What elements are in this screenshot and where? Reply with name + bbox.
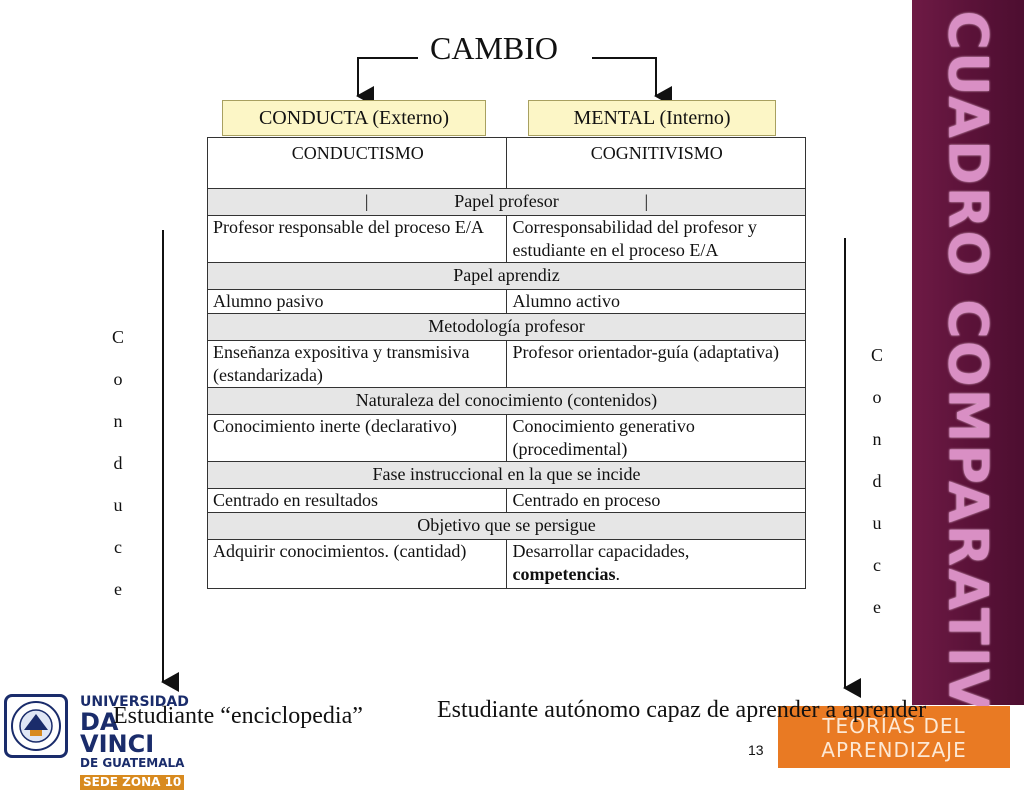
comparison-table: CONDUCTISMO COGNITIVISMO |Papel profesor… — [206, 137, 806, 589]
university-seal-icon — [4, 694, 68, 758]
table-row: Adquirir conocimientos. (cantidad) Desar… — [206, 539, 806, 589]
cell-right: Centrado en proceso — [506, 488, 806, 513]
section-title: Naturaleza del conocimiento (contenidos) — [207, 387, 806, 415]
arrow-to-mental — [592, 57, 672, 106]
table-row: Enseñanza expositiva y transmisiva (esta… — [206, 340, 806, 388]
conducta-box: CONDUCTA (Externo) — [222, 100, 486, 136]
header-row: CONDUCTISMO COGNITIVISMO — [206, 137, 806, 189]
section-title: Papel aprendiz — [207, 262, 806, 290]
cell-right: Alumno activo — [506, 289, 806, 314]
cell-left: Centrado en resultados — [206, 488, 508, 513]
section-title: Fase instruccional en la que se incide — [207, 461, 806, 489]
cell-left: Profesor responsable del proceso E/A — [206, 215, 508, 263]
table-row: Alumno pasivo Alumno activo — [206, 289, 806, 314]
slide-title: CAMBIO — [430, 30, 559, 66]
header-cognitivismo: COGNITIVISMO — [506, 137, 806, 189]
arrow-to-conducta — [356, 57, 418, 106]
connector-arrows — [161, 57, 861, 698]
bottom-left-statement: Estudiante “enciclopedia” — [113, 703, 363, 729]
page-number: 13 — [748, 742, 764, 758]
cell-left: Alumno pasivo — [206, 289, 508, 314]
cell-right: Desarrollar capacidades, competencias. — [506, 539, 806, 589]
side-banner — [912, 0, 1024, 705]
cell-left: Enseñanza expositiva y transmisiva (esta… — [206, 340, 508, 388]
section-title: Metodología profesor — [207, 313, 806, 341]
section-title: |Papel profesor| — [207, 188, 806, 216]
cell-left: Adquirir conocimientos. (cantidad) — [206, 539, 508, 589]
cell-right: Conocimiento generativo (procedimental) — [506, 414, 806, 462]
section-title: Objetivo que se persigue — [207, 512, 806, 540]
table-row: Profesor responsable del proceso E/A Cor… — [206, 215, 806, 263]
table-row: Conocimiento inerte (declarativo) Conoci… — [206, 414, 806, 462]
header-conductismo: CONDUCTISMO — [206, 137, 508, 189]
bottom-right-statement: Estudiante autónomo capaz de aprender a … — [437, 697, 927, 723]
cell-right: Corresponsabilidad del profesor y estudi… — [506, 215, 806, 263]
cell-right: Profesor orientador-guía (adaptativa) — [506, 340, 806, 388]
table-row: Centrado en resultados Centrado en proce… — [206, 488, 806, 513]
cell-left: Conocimiento inerte (declarativo) — [206, 414, 508, 462]
footer-course-label: TEORÍAS DEL APRENDIZAJE — [778, 706, 1010, 768]
mental-box: MENTAL (Interno) — [528, 100, 776, 136]
